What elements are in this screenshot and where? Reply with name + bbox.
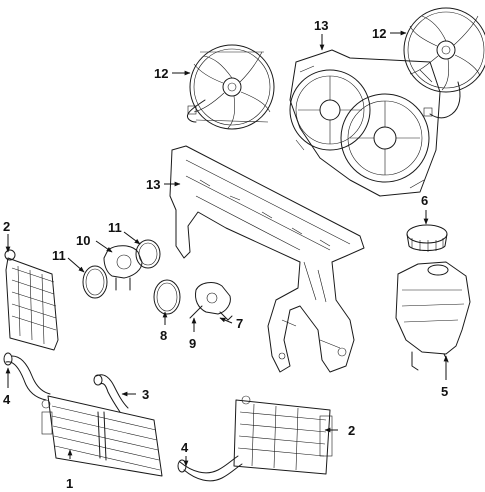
coolant-reservoir (395, 261, 471, 371)
auxiliary-radiator-right (233, 395, 333, 475)
radiator-main (41, 395, 163, 477)
callout-3: 3 (142, 387, 149, 402)
callout-8: 8 (160, 328, 167, 343)
thermostat-seal-left (82, 265, 108, 299)
radiator-hose-upper (93, 374, 129, 413)
callout-labels: 1 2 2 3 4 4 5 6 7 8 9 10 11 11 12 12 13 … (3, 18, 448, 491)
callout-4-left: 4 (3, 392, 11, 407)
auxiliary-radiator-left (4, 249, 59, 351)
thermostat-housing (103, 245, 143, 291)
callout-1: 1 (66, 476, 73, 491)
radiator-support (169, 145, 365, 373)
cooling-fan-left (187, 44, 275, 130)
callout-2-right: 2 (348, 423, 355, 438)
callout-10: 10 (76, 233, 90, 248)
cooling-fan-right (403, 7, 485, 119)
callout-11-right: 11 (108, 220, 122, 235)
water-outlet (195, 282, 233, 321)
thermostat-seal-right (135, 239, 161, 269)
callout-13-top: 13 (314, 18, 328, 33)
reservoir-cap (406, 224, 448, 252)
callout-9: 9 (189, 336, 196, 351)
callout-7: 7 (236, 316, 243, 331)
callout-4-lower: 4 (181, 440, 189, 455)
radiator-hose-lower (177, 455, 243, 482)
callout-2-left: 2 (3, 219, 10, 234)
callout-11-left: 11 (52, 248, 66, 263)
leader-lines (5, 30, 449, 467)
temperature-sensor (189, 305, 203, 319)
callout-13-left: 13 (146, 177, 160, 192)
callout-5: 5 (441, 384, 448, 399)
fan-shroud-assembly (289, 49, 441, 197)
outlet-gasket (153, 279, 181, 315)
radiator-hose-left (3, 352, 51, 401)
callout-12-left: 12 (154, 66, 168, 81)
callout-12-right: 12 (372, 26, 386, 41)
callout-6: 6 (421, 193, 428, 208)
